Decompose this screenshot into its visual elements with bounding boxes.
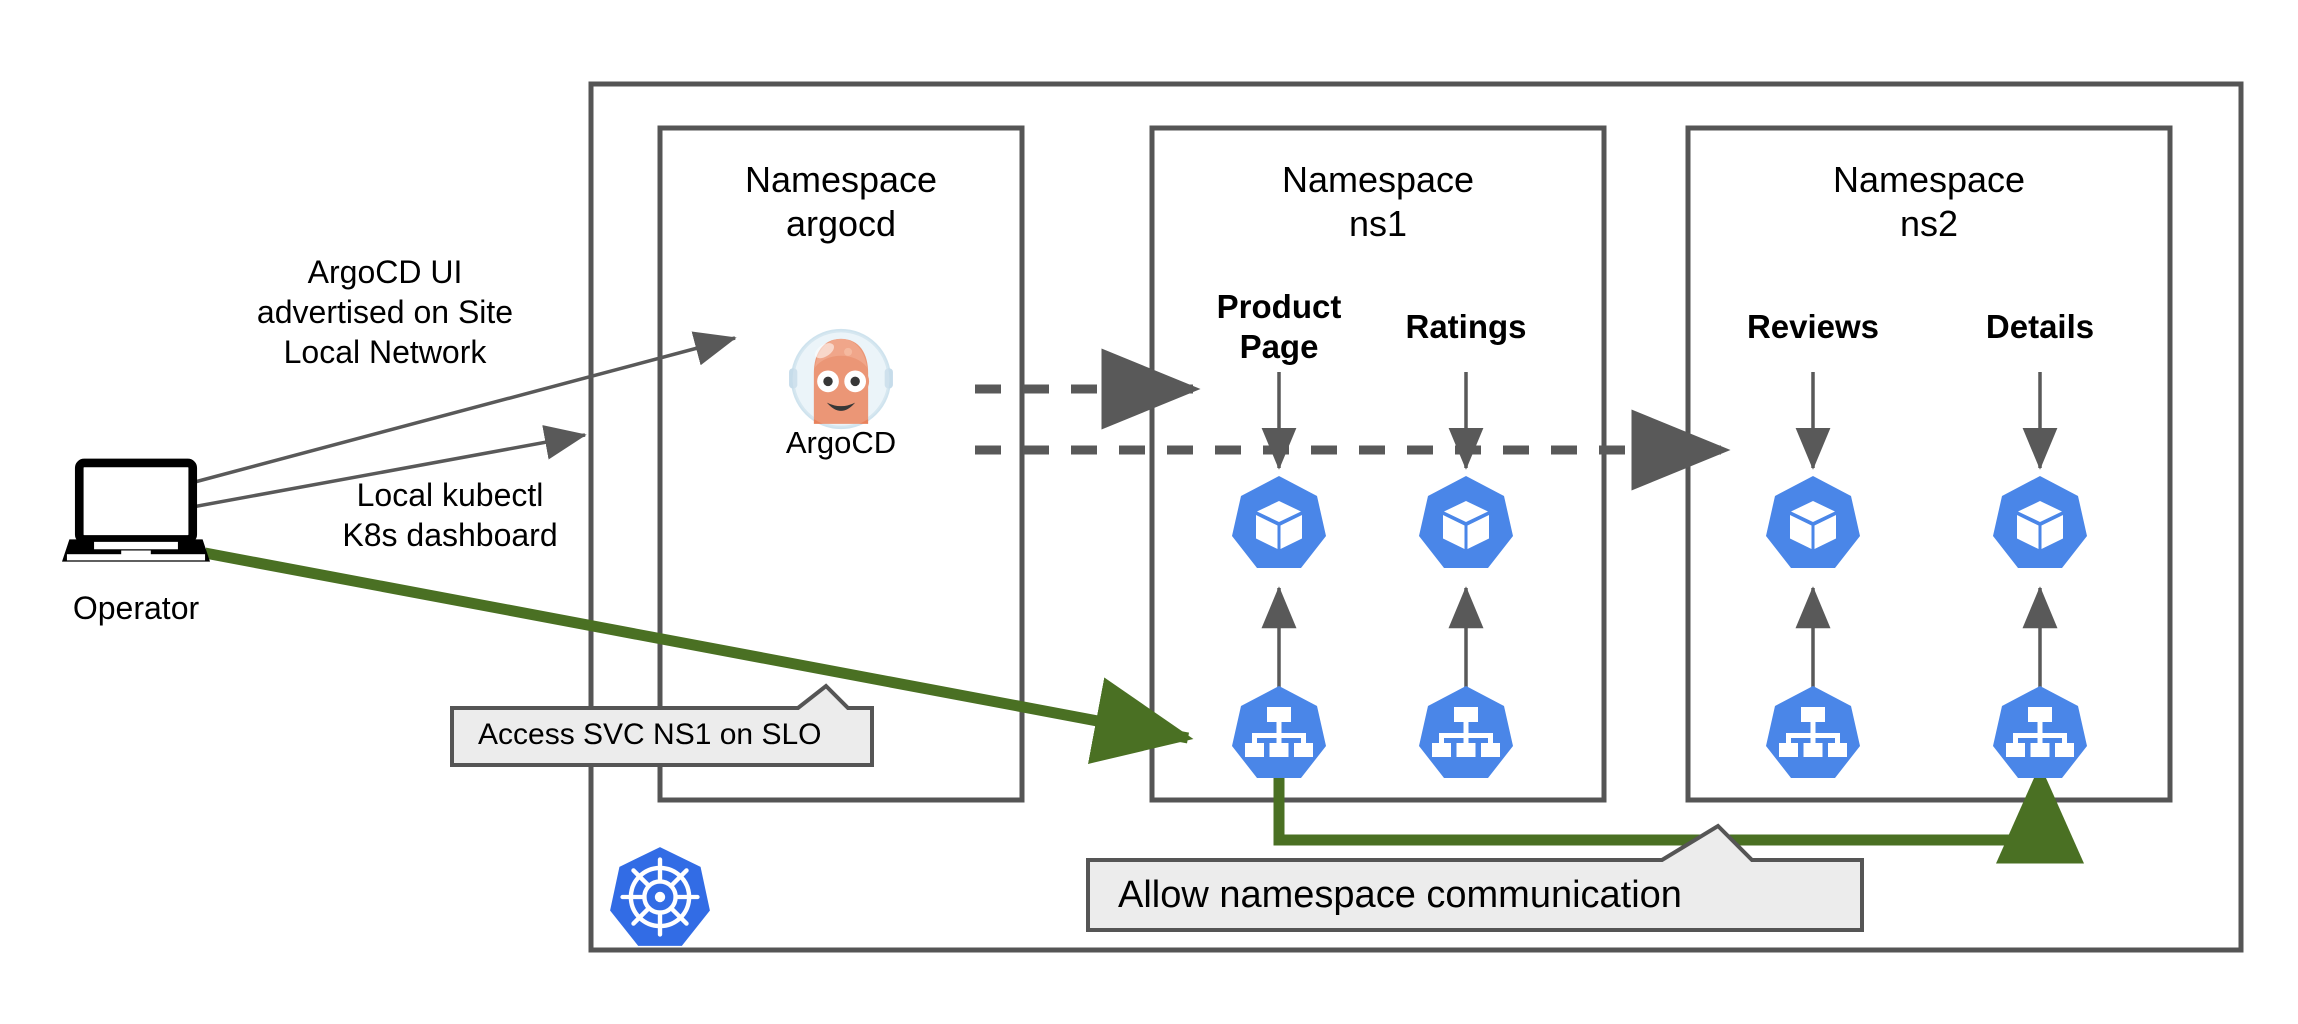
argocd-app-label: ArgoCD xyxy=(785,425,897,460)
k8s-service-icon-details xyxy=(1993,686,2087,778)
namespace-title-ns1-line2: ns1 xyxy=(1348,203,1408,244)
arrow-allow-namespace-communication xyxy=(1273,755,2084,864)
laptop-icon xyxy=(62,463,210,562)
namespace-box-ns1 xyxy=(1149,125,1607,803)
edge-label-argocd-ui: ArgoCD UI advertised on Site Local Netwo… xyxy=(256,254,514,370)
namespace-box-argocd xyxy=(657,125,1025,803)
namespace-title-argocd-line1: Namespace xyxy=(744,159,938,200)
callout-access-svc-shape xyxy=(450,683,874,767)
arrow-access-svc-ns1 xyxy=(203,547,1194,764)
k8s-service-icon-productpage xyxy=(1232,686,1326,778)
callout-label-allow-ns: Allow namespace communication xyxy=(1118,874,1682,916)
arrow-argocd-ui xyxy=(175,331,737,489)
kubernetes-helm-icon xyxy=(610,847,710,946)
arrow-local-kubectl xyxy=(175,425,587,512)
namespace-title-argocd-line2: argocd xyxy=(785,203,897,244)
namespace-title-ns2-line1: Namespace xyxy=(1832,159,2026,200)
namespace-title-ns1-line1: Namespace xyxy=(1281,159,1475,200)
workload-label-ratings: Ratings xyxy=(1405,308,1527,345)
k8s-pod-icon-ratings xyxy=(1419,476,1513,568)
namespace-title-ns2-line2: ns2 xyxy=(1899,203,1959,244)
workload-label-reviews: Reviews xyxy=(1746,308,1880,345)
edge-label-local-kubectl: Local kubectl K8s dashboard xyxy=(342,477,558,553)
k8s-pod-icon-productpage xyxy=(1232,476,1326,568)
k8s-service-icon-ratings xyxy=(1419,686,1513,778)
callout-label-access-svc: Access SVC NS1 on SLO xyxy=(478,718,822,751)
workload-label-details: Details xyxy=(1985,308,2095,345)
k8s-pod-icon-details xyxy=(1993,476,2087,568)
operator-label: Operator xyxy=(72,590,200,626)
k8s-pod-icon-reviews xyxy=(1766,476,1860,568)
k8s-service-icon-reviews xyxy=(1766,686,1860,778)
argocd-astronaut-icon xyxy=(787,328,895,430)
callout-allow-ns-shape xyxy=(1086,823,1864,932)
workload-label-product-page: Product Page xyxy=(1216,288,1342,365)
cluster-boundary xyxy=(588,81,2244,953)
